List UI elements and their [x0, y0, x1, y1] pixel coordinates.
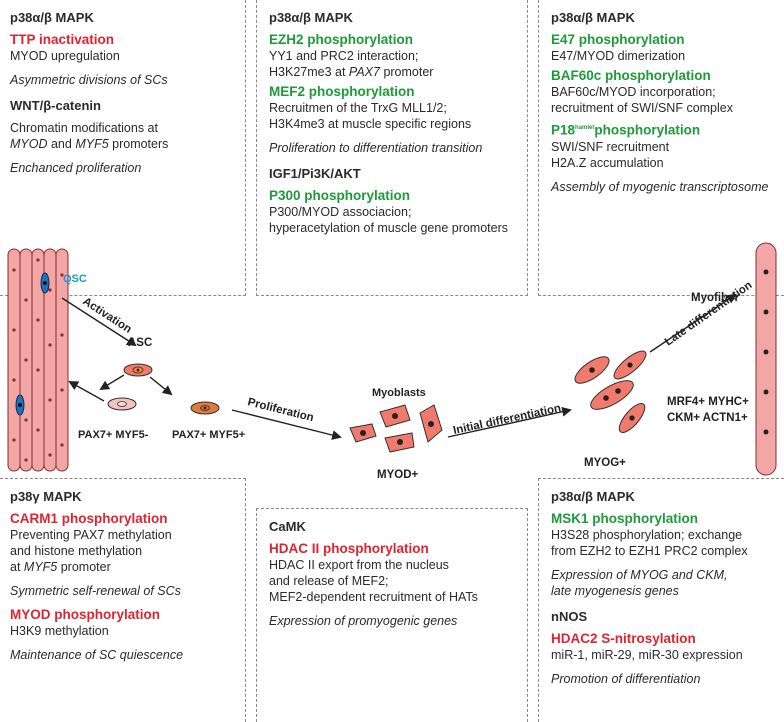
- section-p38ab-mapk: p38α/β MAPK: [269, 10, 353, 25]
- section-p38ab-mapk: p38α/β MAPK: [10, 10, 94, 25]
- histone-methylation-text: and histone methylation: [10, 544, 143, 558]
- hats-recruitment-text: MEF2-dependent recruitment of HATs: [269, 590, 478, 604]
- baf60c-myod-text: BAF60c/MYOD incorporation;: [551, 85, 716, 99]
- h3k27me3-text: H3K27me3 at PAX7 promoter: [269, 65, 434, 79]
- panel-top-right: p38α/β MAPK E47 phosphorylation E47/MYOD…: [538, 0, 784, 296]
- sc-quiescence-text: Maintenance of SC quiescence: [10, 648, 184, 662]
- proliferation-arrow: [231, 409, 342, 440]
- asc-to-myf5neg-arrow: [99, 374, 125, 391]
- pax7-myf5pos-label: PAX7+ MYF5+: [172, 429, 245, 441]
- myod-myf5-promoters-text: MYOD and MYF5 promoters: [10, 137, 169, 151]
- promyogenic-genes-text: Expression of promyogenic genes: [269, 614, 458, 628]
- symmetric-renewal-text: Symmetric self-renewal of SCs: [10, 584, 181, 598]
- section-p38ab-mapk: p38α/β MAPK: [551, 489, 635, 504]
- myoblasts-label: Myoblasts: [372, 387, 426, 399]
- swi-snf-text: SWI/SNF recruitment: [551, 139, 670, 154]
- myog-pos-label: MYOG+: [584, 457, 626, 469]
- panel-bottom-left: p38γ MAPK CARM1 phosphorylation Preventi…: [0, 478, 246, 722]
- h3k9-methylation-text: H3K9 methylation: [10, 624, 109, 638]
- swi-snf-recruitment-text: recruitment of SWI/SNF complex: [551, 101, 733, 115]
- prolif-to-diff-text: Proliferation to differentiation transit…: [269, 141, 483, 155]
- myod-upregulation-text: MYOD upregulation: [10, 49, 120, 63]
- section-nnos: nNOS: [551, 609, 588, 624]
- ezh2-ezh1-text: from EZH2 to EZH1 PRC2 complex: [551, 544, 748, 558]
- yy1-prc2-text: YY1 and PRC2 interaction;: [269, 49, 419, 63]
- asc-label: ASC: [128, 337, 152, 349]
- activation-label: Activation: [80, 295, 133, 335]
- baf60c-phosphorylation-heading: BAF60c phosphorylation: [551, 68, 711, 83]
- markers-line-2: CKM+ ACTN1+: [667, 412, 748, 424]
- myoblast-cells: [349, 404, 443, 453]
- promotion-differentiation-text: Promotion of differentiation: [551, 672, 701, 686]
- myf5-promoter-text: at MYF5 promoter: [10, 560, 111, 574]
- h3s28-text: H3S28 phosphorylation; exchange: [551, 528, 743, 542]
- e47-phosphorylation-heading: E47 phosphorylation: [551, 32, 685, 47]
- trxg-mll-text: Recruitmen of the TrxG MLL1/2;: [269, 101, 447, 115]
- h3k4me3-text: H3K4me3 at muscle specific regions: [269, 117, 472, 131]
- hdac-export-text: HDAC II export from the nucleus: [269, 558, 449, 572]
- myog-cells: [574, 350, 647, 434]
- e47-myod-text: E47/MYOD dimerization: [551, 49, 686, 63]
- qsc-nucleus-2: [15, 394, 25, 416]
- mef2-release-text: and release of MEF2;: [269, 574, 389, 588]
- initial-diff-arrow: [447, 406, 572, 438]
- p18-hamlet-phosphorylation-heading: P18hamletphosphorylation: [551, 122, 701, 138]
- section-camk: CaMK: [269, 519, 306, 534]
- section-p38g-mapk: p38γ MAPK: [10, 489, 82, 504]
- myog-ckm-text: Expression of MYOG and CKM,: [551, 568, 728, 582]
- ttp-inactivation-heading: TTP inactivation: [10, 32, 115, 47]
- h2az-text: H2A.Z accumulation: [551, 155, 664, 170]
- hdac2-s-nitrosylation-heading: HDAC2 S-nitrosylation: [551, 631, 696, 646]
- pax7-methylation-text: Preventing PAX7 methylation: [10, 528, 172, 542]
- pax7-myf5neg-label: PAX7+ MYF5-: [78, 429, 149, 441]
- late-diff-arrow: [649, 293, 737, 353]
- mef2-phosphorylation-heading: MEF2 phosphorylation: [269, 84, 415, 99]
- transcriptosome-text: Assembly of myogenic transcriptosome: [551, 179, 769, 194]
- activation-arrow: [61, 297, 137, 347]
- initial-diff-label: Initial differentiation: [452, 402, 562, 437]
- p300-phosphorylation-heading: P300 phosphorylation: [269, 188, 411, 203]
- panel-top-middle: p38α/β MAPK EZH2 phosphorylation YY1 and…: [256, 0, 528, 296]
- section-wnt-beta-catenin: WNT/β-catenin: [10, 98, 101, 113]
- self-renewal-arrow: [68, 381, 105, 402]
- mirna-expression-text: miR-1, miR-29, miR-30 expression: [551, 648, 743, 662]
- panel-top-left: p38α/β MAPK TTP inactivation MYOD upregu…: [0, 0, 246, 296]
- section-p38ab-mapk: p38α/β MAPK: [551, 10, 635, 25]
- pax7-myf5neg-cell: [107, 397, 137, 411]
- asymmetric-divisions-text: Asymmetric divisions of SCs: [10, 73, 168, 87]
- msk1-phosphorylation-heading: MSK1 phosphorylation: [551, 511, 699, 526]
- ezh2-phosphorylation-heading: EZH2 phosphorylation: [269, 32, 414, 47]
- myod-phosphorylation-heading: MYOD phosphorylation: [10, 607, 160, 622]
- myod-pos-label: MYOD+: [377, 469, 419, 481]
- enhanced-proliferation-text: Enchanced proliferation: [10, 161, 142, 175]
- proliferation-label: Proliferation: [246, 396, 315, 424]
- asc-cell: [123, 363, 153, 377]
- panel-bottom-right: p38α/β MAPK MSK1 phosphorylation H3S28 p…: [538, 478, 784, 722]
- section-igf1-pi3k-akt: IGF1/Pi3K/AKT: [269, 166, 361, 181]
- hyperacetylation-text: hyperacetylation of muscle gene promoter…: [269, 221, 509, 235]
- p300-myod-text: P300/MYOD associacion;: [269, 205, 412, 219]
- markers-line-1: MRF4+ MYHC+: [667, 396, 749, 408]
- late-myogenesis-text: late myogenesis genes: [551, 584, 679, 598]
- asc-to-myf5pos-arrow: [149, 376, 173, 396]
- hdac2-phosphorylation-heading: HDAC II phosphorylation: [269, 541, 429, 556]
- panel-bottom-middle: CaMK HDAC II phosphorylation HDAC II exp…: [256, 508, 528, 722]
- pax7-myf5pos-cell: [190, 401, 220, 415]
- chromatin-modifications-text: Chromatin modifications at: [10, 121, 158, 135]
- carm1-phosphorylation-heading: CARM1 phosphorylation: [10, 511, 168, 526]
